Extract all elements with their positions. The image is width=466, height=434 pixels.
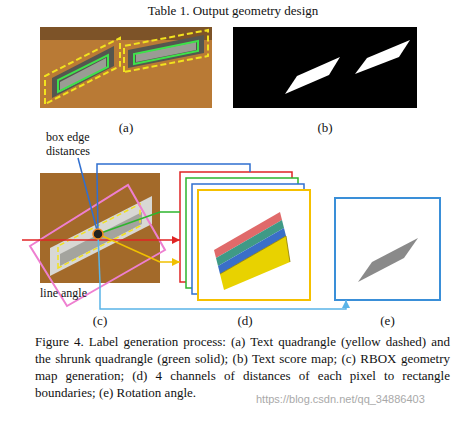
shrunk-quadrangle: [58, 55, 108, 92]
photo-shadow: [40, 27, 212, 40]
leader-line: [97, 173, 98, 234]
panel-label: (b): [213, 120, 437, 135]
sign-board: [52, 46, 114, 98]
text-quadrangle: [124, 30, 208, 72]
figure-panel: (e): [335, 198, 440, 300]
pixel-dot: [93, 229, 103, 239]
figure-panel: (b): [233, 27, 417, 108]
leader-line: [98, 234, 100, 283]
figure-title: Table 1. Output geometry design: [0, 3, 466, 19]
leader-line: [98, 234, 160, 262]
leader-line: [78, 158, 98, 234]
leader-line: [98, 212, 160, 234]
photo-background: [40, 27, 212, 108]
score-region: [355, 40, 410, 74]
connector: [97, 164, 250, 173]
score-map: [233, 27, 417, 108]
panel-label: (d): [160, 313, 330, 328]
callout-label: box edge distances: [46, 130, 110, 158]
score-region: [285, 57, 340, 94]
angle-map: [335, 198, 440, 300]
connector: [160, 261, 180, 263]
figure-panel: (d): [180, 172, 310, 300]
panel-label: (e): [315, 313, 460, 328]
angle-region: [358, 238, 418, 282]
text-quadrangle: [45, 38, 120, 104]
watermark: https://blog.csdn.net/qq_34886403: [256, 392, 466, 406]
connector: [160, 211, 180, 213]
distance-surface: [220, 236, 290, 290]
figure-panel: (c): [40, 173, 160, 283]
callout-label: line angle: [40, 286, 120, 300]
connector: [100, 283, 346, 309]
sign-board: [50, 196, 152, 276]
leader-line: [22, 239, 160, 241]
figure-panel: (a): [40, 27, 212, 108]
surface-edge: [220, 236, 290, 274]
shrunk-quadrangle: [134, 41, 198, 64]
connector: [160, 239, 180, 241]
figure-caption: Figure 4. Label generation process: (a) …: [35, 333, 450, 401]
channel-layer: [198, 190, 310, 300]
panel-label: (c): [20, 313, 180, 328]
